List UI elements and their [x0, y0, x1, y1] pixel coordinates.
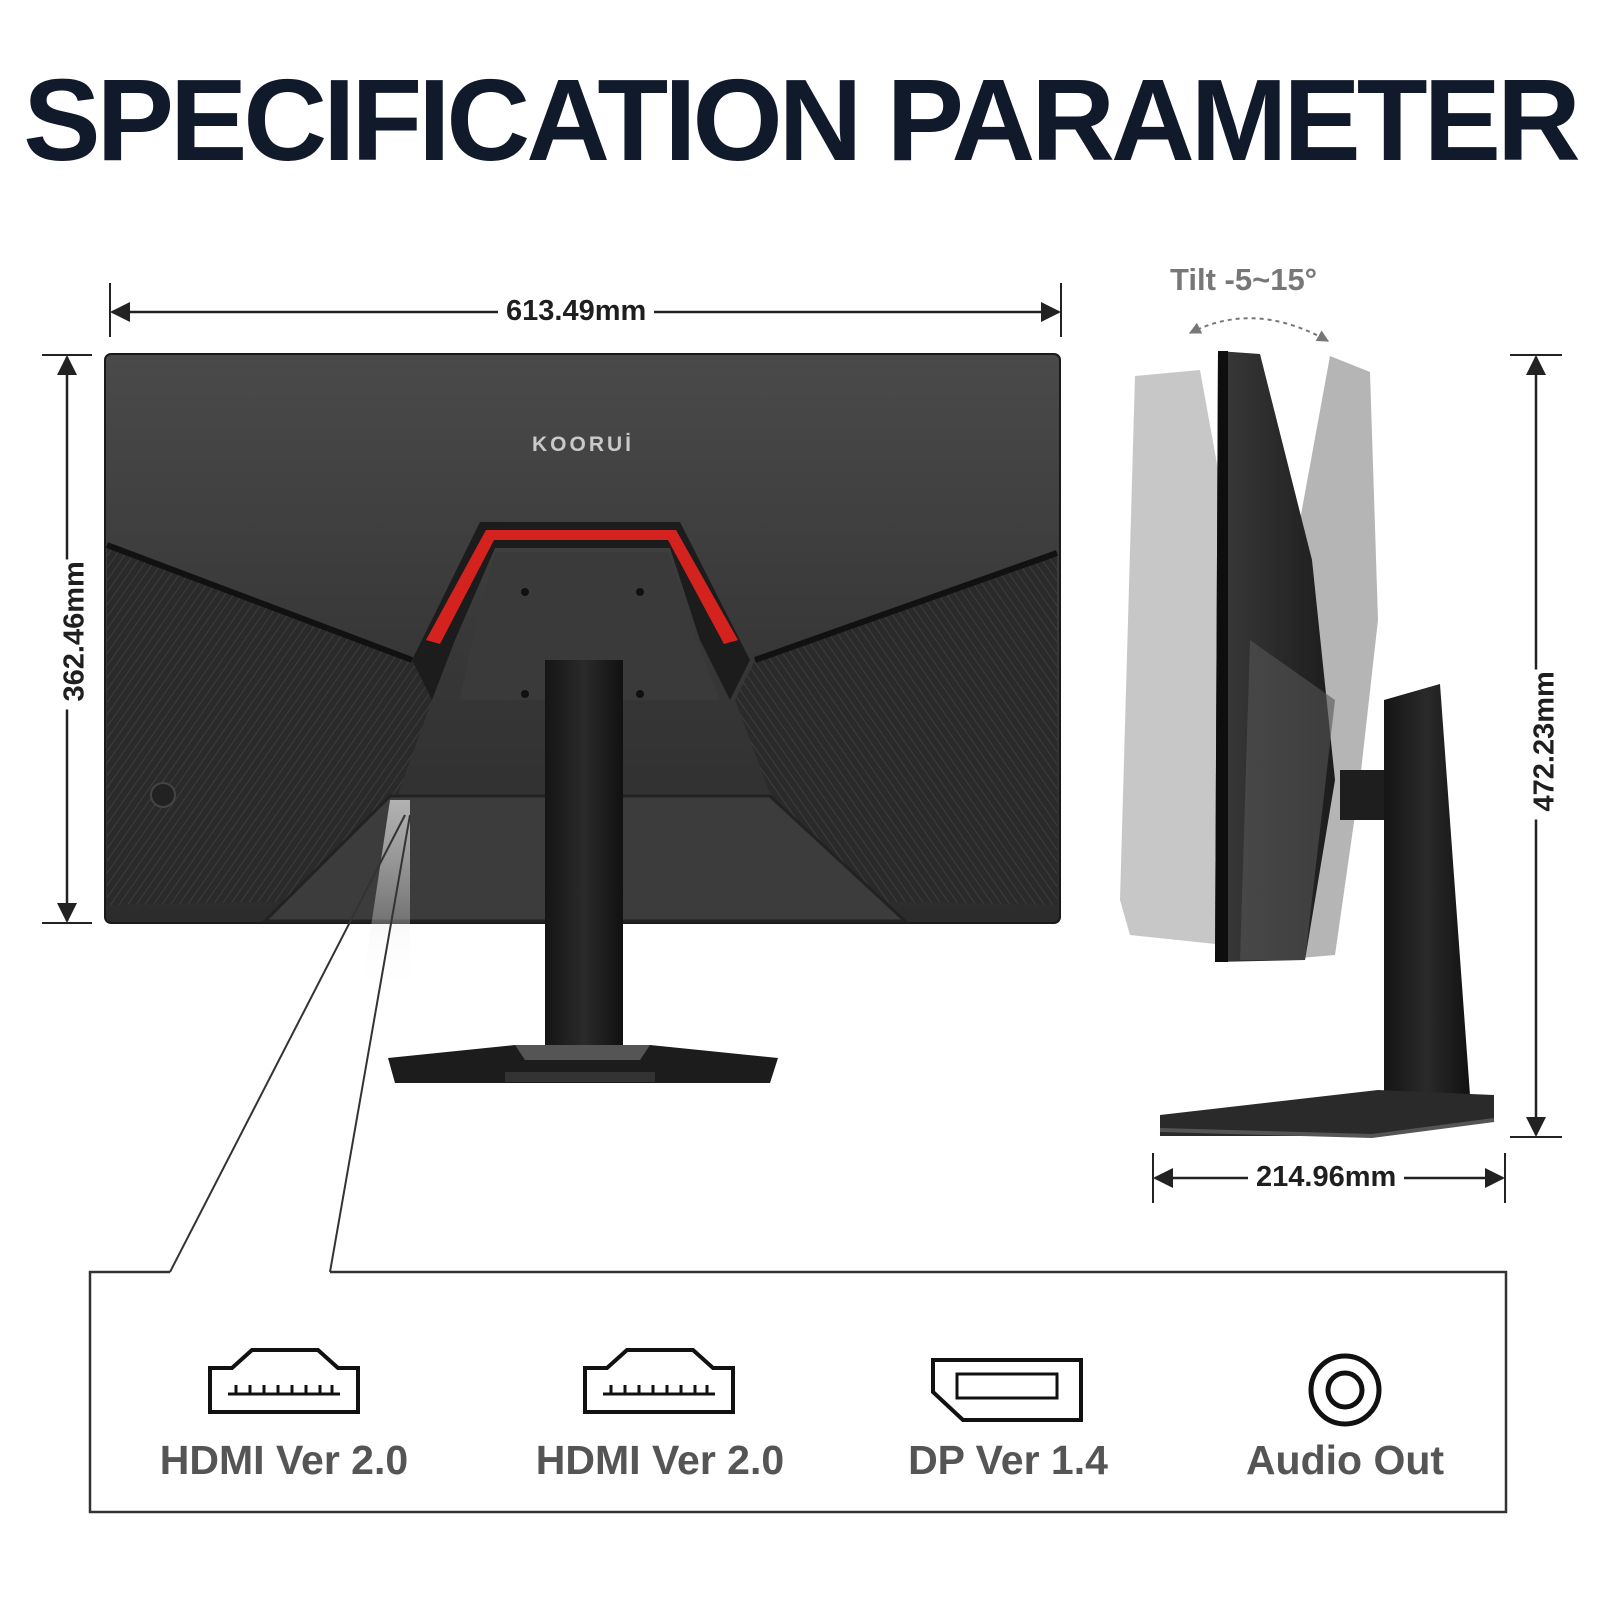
port-label-dp: DP Ver 1.4: [908, 1437, 1108, 1483]
ports-box: [88, 1270, 1508, 1514]
callout-lines: [169, 800, 411, 1273]
total-height-label: 472.23mm: [1529, 669, 1561, 820]
monitor-side-view: [1120, 351, 1495, 1139]
tilt-label: Tilt -5~15°: [1170, 262, 1318, 297]
page-title: SPECIFICATION PARAMETER: [23, 55, 1581, 185]
audio-jack-icon: [1308, 1353, 1382, 1427]
hdmi-icon: [208, 1348, 360, 1414]
height-label: 362.46mm: [59, 559, 91, 710]
displayport-icon: [931, 1358, 1083, 1422]
brand-logo: KOORUİ: [532, 433, 634, 456]
port-label-hdmi-2: HDMI Ver 2.0: [535, 1437, 785, 1483]
depth-label: 214.96mm: [1248, 1163, 1405, 1192]
tilt-indicator: [1188, 317, 1330, 342]
monitor-back-view: [104, 353, 1061, 1083]
port-label-hdmi-1: HDMI Ver 2.0: [159, 1437, 409, 1483]
port-label-audio: Audio Out: [1245, 1437, 1445, 1483]
hdmi-icon: [583, 1348, 735, 1414]
width-label: 613.49mm: [498, 297, 655, 326]
